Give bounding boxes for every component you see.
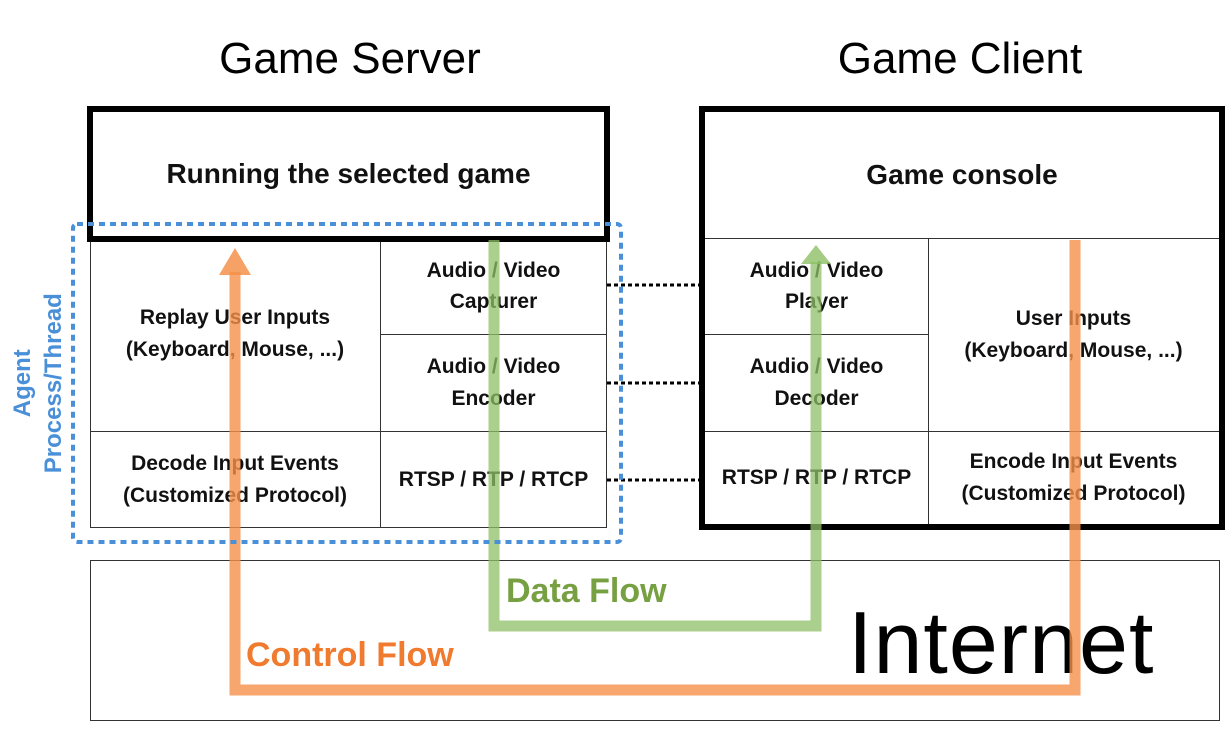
data-flow-path	[488, 240, 822, 632]
server-col-divider	[380, 236, 381, 528]
game-console-cell: Game console	[866, 159, 1058, 190]
internet-box	[90, 560, 1220, 721]
server-title: Game Server	[219, 34, 481, 83]
client-row-divider-2	[705, 431, 1219, 432]
data-flow-arrowhead	[801, 245, 831, 264]
server-row-divider-2	[90, 431, 607, 432]
client-title: Game Client	[837, 34, 1083, 83]
control-flow-label: Control Flow	[246, 636, 454, 674]
internet-label: Internet	[848, 593, 1155, 692]
data-flow-label: Data Flow	[506, 572, 667, 610]
agent-outline	[71, 222, 623, 544]
control-flow-arrowhead	[219, 248, 251, 275]
control-flow-path	[229, 240, 1081, 696]
client-box	[699, 106, 1225, 530]
client-col-divider	[928, 238, 929, 524]
running-game-box: Running the selected game	[87, 106, 610, 242]
client-row-divider-top	[705, 238, 1219, 239]
